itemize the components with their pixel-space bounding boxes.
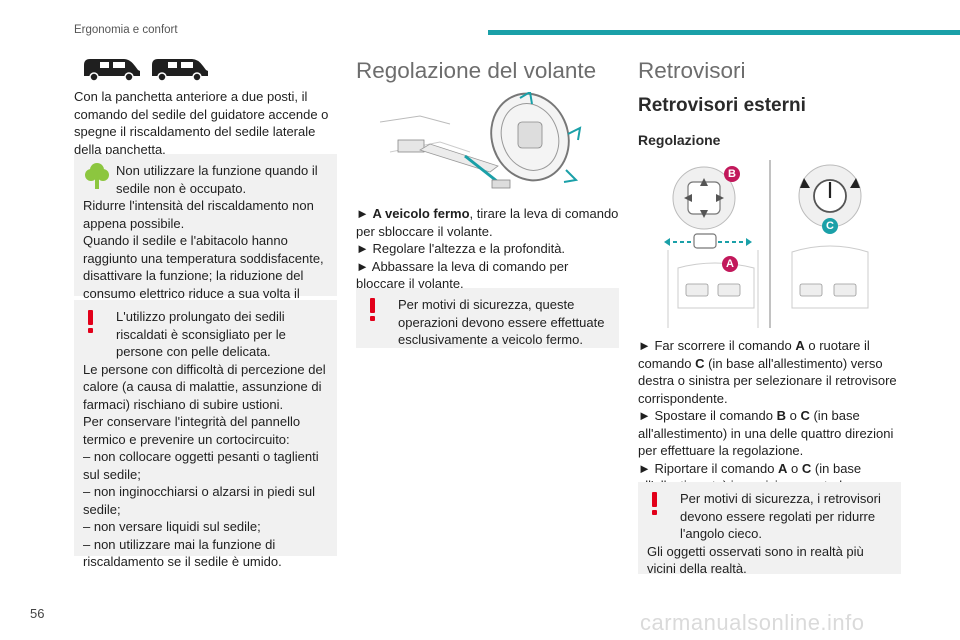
steering-title: Regolazione del volante: [356, 58, 597, 83]
step-text: (in base all'allestimento) verso destra …: [638, 355, 897, 406]
header-accent-bar: [488, 30, 960, 35]
label-badge-b: B: [724, 166, 740, 182]
eco-line-2: Ridurre l'intensità del riscaldamento no…: [83, 198, 314, 231]
steering-step-1: ► A veicolo fermo, tirare la leva di com…: [356, 205, 620, 240]
mirror-steps: ► Far scorrere il comando A o ruotare il…: [638, 337, 902, 495]
mirrors-title: Retrovisori: [638, 58, 746, 83]
tree-icon: [85, 163, 109, 189]
warning-line-4: – non collocare oggetti pesanti o taglie…: [83, 449, 319, 482]
step-bullet: ►: [356, 206, 369, 221]
steering-steps: ► A veicolo fermo, tirare la leva di com…: [356, 205, 620, 293]
step-bold-letter: A: [795, 338, 805, 353]
step-text: ► Spostare il comando: [638, 408, 777, 423]
mirror-warning-line-1: Per motivi di sicurezza, i retrovisori d…: [680, 491, 881, 541]
step-text: , tirare la leva di comando per sbloccar…: [356, 206, 619, 239]
eco-line-1: Non utilizzare la funzione quando il sed…: [116, 163, 318, 196]
step-text: ► Far scorrere il comando: [638, 338, 796, 353]
mirrors-subtitle: Retrovisori esterni: [638, 95, 806, 116]
step-text: Regolare l'altezza e la profondità.: [372, 241, 566, 256]
warning-line-3: Per conservare l'integrità del pannello …: [83, 414, 301, 447]
warning-line-6: – non versare liquidi sul sedile;: [83, 519, 261, 534]
step-text: o ruotare il comando: [638, 338, 870, 371]
steering-step-2: ► Regolare l'altezza e la profondità.: [356, 240, 620, 258]
page-number: 56: [30, 606, 45, 621]
steering-wheel-figure: [379, 90, 590, 196]
warning-line-1: L'utilizzo prolungato dei sedili riscald…: [116, 309, 286, 359]
label-badge-c: C: [822, 218, 838, 234]
step-text: o: [787, 460, 802, 476]
step-text: Abbassare la leva di comando per bloccar…: [356, 258, 569, 292]
mirror-controls-figure: B A C: [664, 158, 874, 330]
warning-line-2: Le persone con difficoltà di percezione …: [83, 361, 326, 412]
step-bold-letter: A: [778, 460, 788, 476]
mirror-step-1: ► Far scorrere il comando A o ruotare il…: [638, 337, 902, 407]
steering-step-3: ► Abbassare la leva di comando per blocc…: [356, 258, 620, 293]
warning-exclamation-icon: [88, 310, 93, 333]
step-bold-letter: C: [800, 408, 810, 423]
warning-exclamation-icon: [652, 492, 657, 515]
label-badge-a: A: [722, 256, 738, 272]
step-bold-letter: C: [801, 460, 812, 476]
step-bold-letter: B: [776, 408, 786, 423]
intro-paragraph: Con la panchetta anteriore a due posti, …: [74, 89, 329, 157]
step-bullet: ►: [356, 258, 369, 274]
left-intro: Con la panchetta anteriore a due posti, …: [74, 88, 336, 158]
step-bullet: ►: [356, 241, 369, 256]
step-text: ► Riportare il comando: [638, 460, 779, 476]
watermark: carmanualsonline.info: [640, 610, 865, 635]
steering-warning-text: Per motivi di sicurezza, queste operazio…: [398, 297, 605, 347]
van-icon: [152, 59, 208, 82]
mirrors-subsubtitle: Regolazione: [638, 132, 721, 148]
warning-box: L'utilizzo prolungato dei sedili riscald…: [74, 300, 337, 569]
van-icon: [84, 59, 140, 82]
mirror-step-2: ► Spostare il comando B o C (in base all…: [638, 407, 902, 460]
vehicle-icons: [80, 56, 230, 82]
mirror-warning-line-2: Gli oggetti osservati sono in realtà più…: [647, 543, 864, 577]
step-bold-text: A veicolo fermo: [372, 206, 470, 221]
warning-line-5: – non inginocchiarsi o alzarsi in piedi …: [83, 484, 315, 517]
section-label: Ergonomia e confort: [74, 24, 178, 36]
steering-warning-box: Per motivi di sicurezza, queste operazio…: [356, 288, 619, 348]
step-text: o: [786, 408, 801, 423]
step-bold-letter: C: [695, 355, 705, 371]
warning-exclamation-icon: [370, 298, 375, 321]
warning-line-7: – non utilizzare mai la funzione di risc…: [83, 536, 282, 570]
mirror-warning-box: Per motivi di sicurezza, i retrovisori d…: [638, 482, 901, 576]
eco-note-box: Non utilizzare la funzione quando il sed…: [74, 154, 337, 318]
step-text: (in base all'allestimento) in una delle …: [638, 408, 894, 458]
